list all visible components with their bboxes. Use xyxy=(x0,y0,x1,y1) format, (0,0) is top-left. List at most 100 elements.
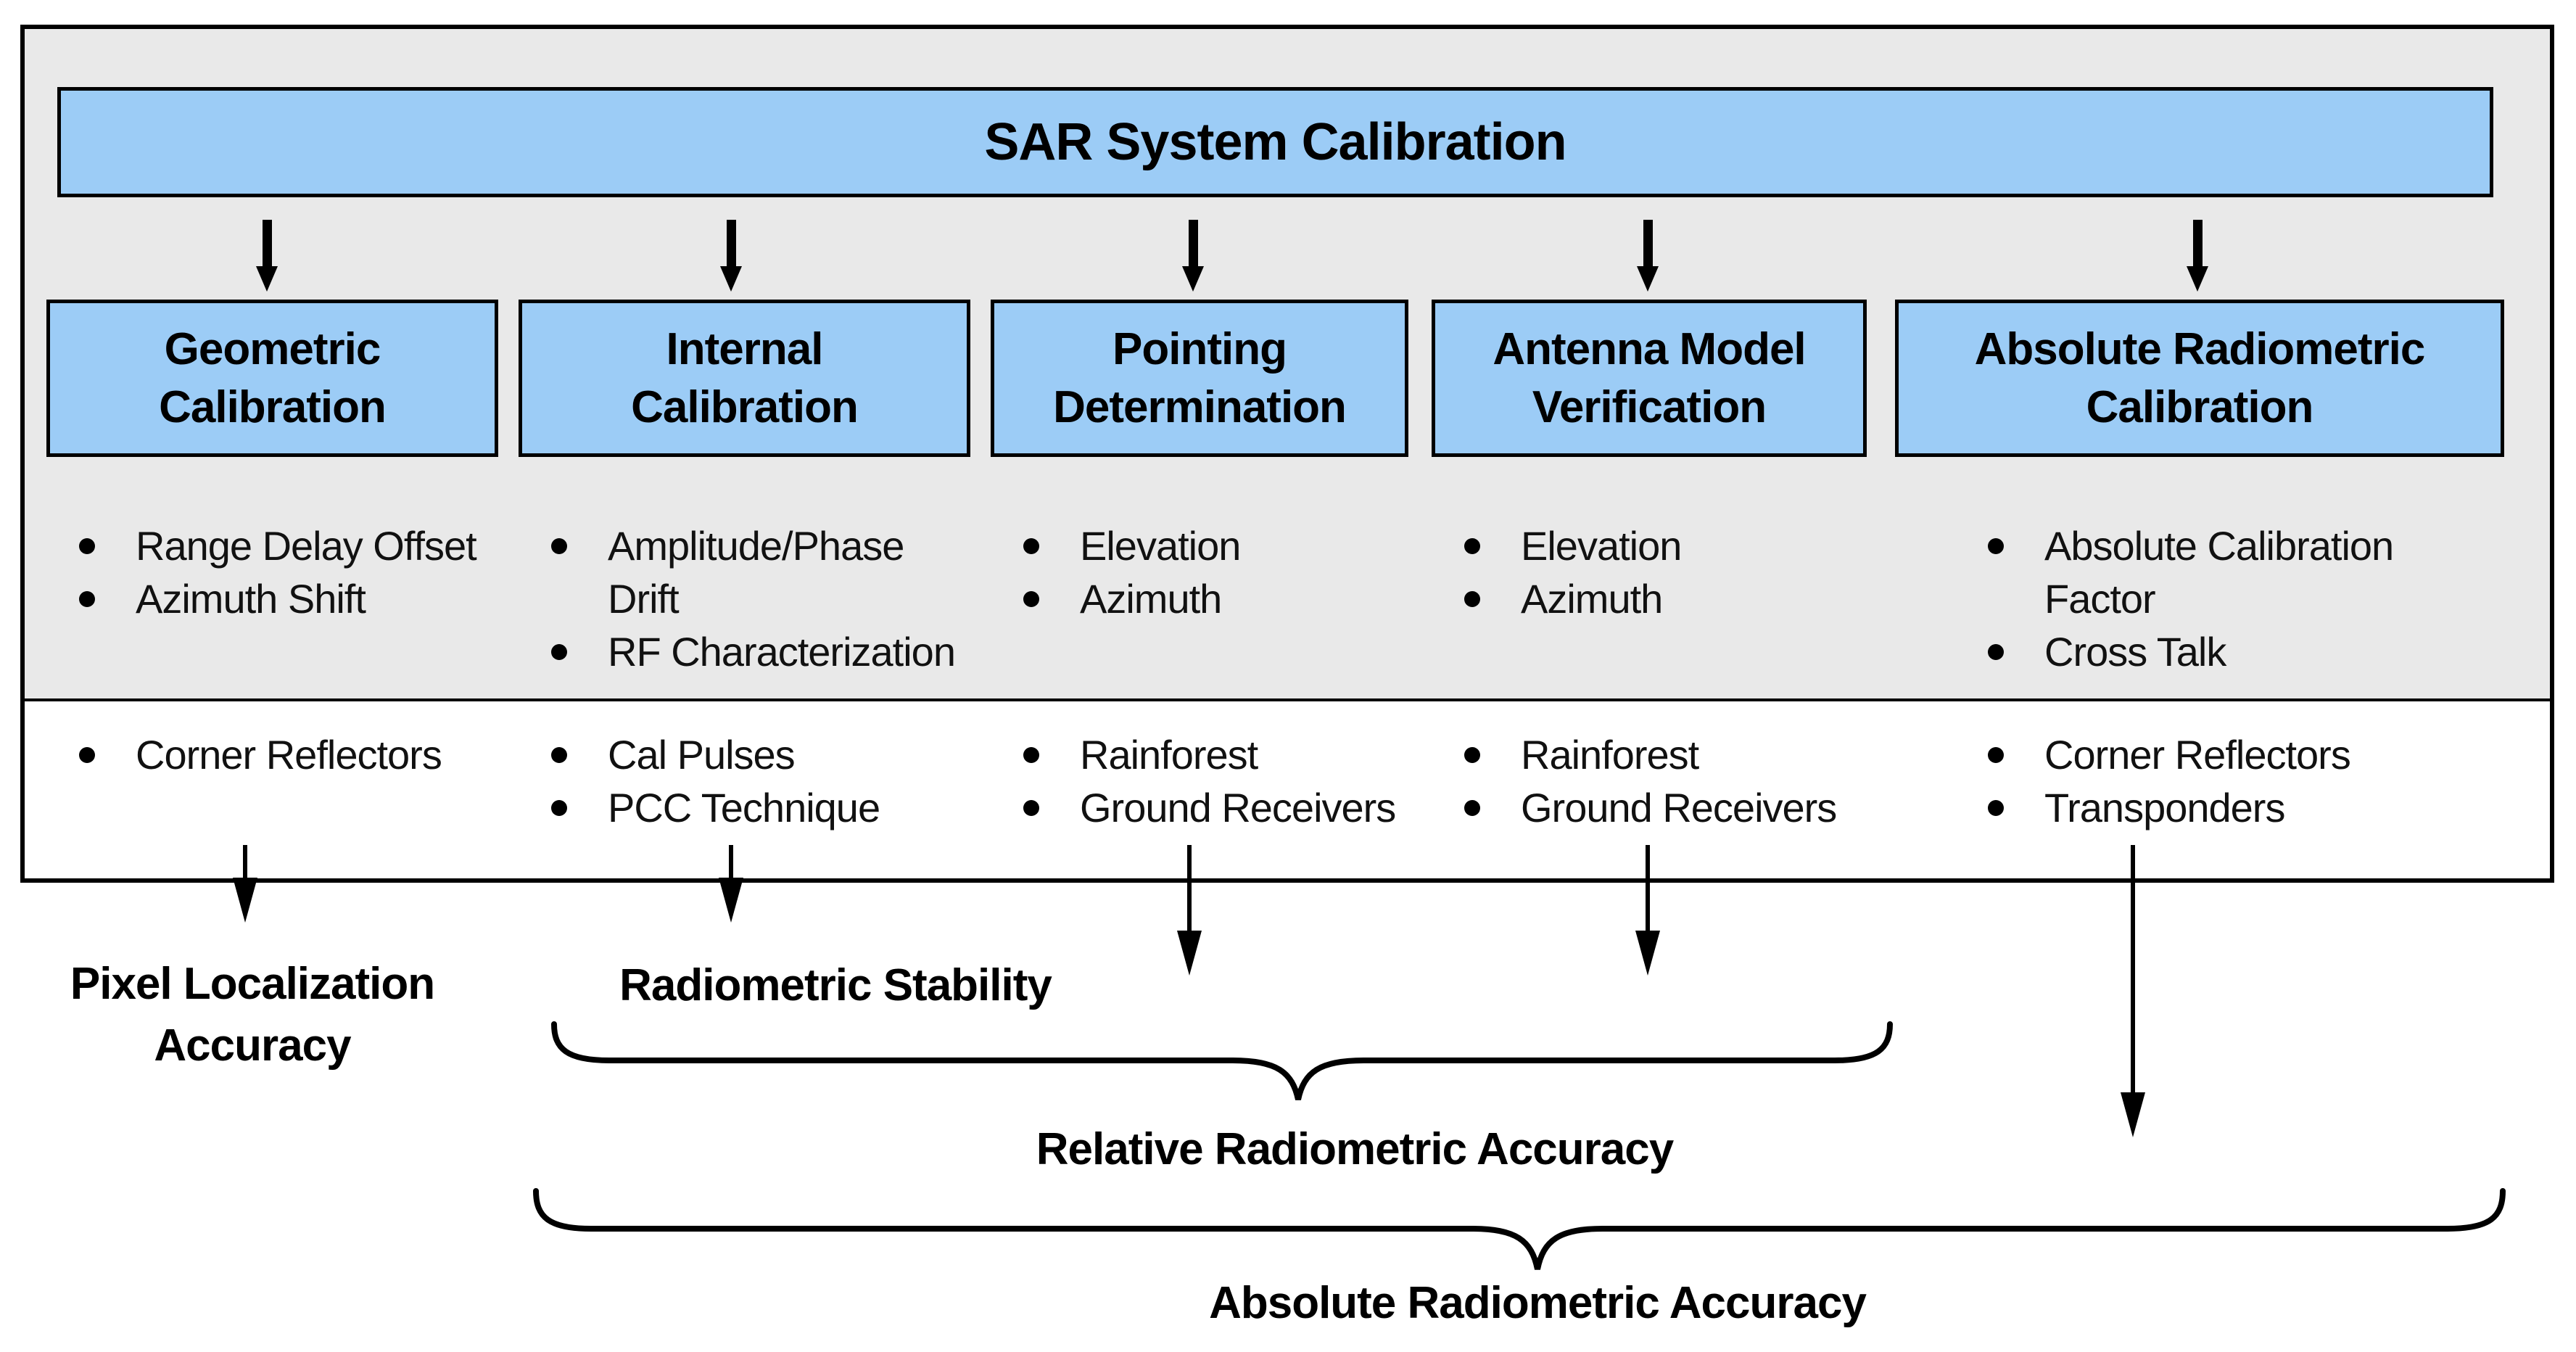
arrow-head xyxy=(2121,1092,2145,1137)
bullet-dot xyxy=(1464,800,1480,816)
brace-absolute-radiometric xyxy=(533,1188,2506,1270)
bullet-dot xyxy=(1988,747,2004,763)
bullet-dot xyxy=(1988,538,2004,554)
bullet-dot xyxy=(551,538,567,554)
bullet-dot xyxy=(1023,747,1039,763)
topic-label: Elevation xyxy=(1080,523,1241,569)
arrow-shaft xyxy=(1189,220,1198,266)
list-item: Rainforest xyxy=(1023,728,1258,781)
bullet-dot xyxy=(1988,800,2004,816)
method-label: Rainforest xyxy=(1080,732,1258,778)
outcome-relative-radiometric-accuracy: Relative Radiometric Accuracy xyxy=(1036,1124,1674,1174)
methods-band xyxy=(25,698,2550,878)
arrow-shaft xyxy=(263,220,272,266)
bullet-dot xyxy=(1464,538,1480,554)
column-box-absolute-radiometric-calibration: Absolute Radiometric Calibration xyxy=(1895,300,2504,457)
arrow-head xyxy=(2187,266,2208,292)
list-item: PCC Technique xyxy=(551,781,880,834)
bullet-dot xyxy=(1464,591,1480,607)
list-item: Corner Reflectors xyxy=(1988,728,2351,781)
topics-list-absolute: Absolute Calibration Factor Cross Talk xyxy=(1988,519,2394,678)
box-title-line: Calibration xyxy=(631,382,859,432)
bullet-dot xyxy=(551,747,567,763)
outcome-radiometric-stability: Radiometric Stability xyxy=(619,960,1052,1010)
list-item: Range Delay Offset xyxy=(79,519,477,572)
arrow-head xyxy=(256,266,278,292)
bullet-dot xyxy=(1023,538,1039,554)
arrow-shaft xyxy=(1187,845,1192,932)
list-item: Ground Receivers xyxy=(1464,781,1837,834)
methods-list-pointing: Rainforest Ground Receivers xyxy=(1023,728,1396,834)
bullet-dot xyxy=(79,538,95,554)
box-title-line: Calibration xyxy=(159,382,387,432)
box-title-line: Calibration xyxy=(2086,382,2314,432)
arrow-shaft xyxy=(1643,220,1653,266)
topics-list-geometric: Range Delay Offset Azimuth Shift xyxy=(79,519,477,625)
list-item: Rainforest xyxy=(1464,728,1699,781)
arrow-head xyxy=(1182,266,1204,292)
bullet-dot xyxy=(1988,644,2004,660)
list-item: Elevation xyxy=(1023,519,1241,572)
arrow-head xyxy=(233,878,257,923)
outcome-pixel-localization-accuracy: Pixel Localization Accuracy xyxy=(70,959,435,1071)
box-title-line: Determination xyxy=(1053,382,1347,432)
method-label: Corner Reflectors xyxy=(2044,732,2351,778)
list-item: Ground Receivers xyxy=(1023,781,1396,834)
brace-relative-radiometric xyxy=(551,1021,1893,1100)
box-title-line: Internal xyxy=(666,323,824,374)
column-box-geometric-calibration: Geometric Calibration xyxy=(46,300,498,457)
topic-label: Azimuth xyxy=(1080,576,1222,622)
diagram-title: SAR System Calibration xyxy=(984,113,1566,171)
list-item: Azimuth Shift xyxy=(79,572,366,625)
methods-list-internal: Cal Pulses PCC Technique xyxy=(551,728,880,834)
list-item: Corner Reflectors xyxy=(79,728,442,781)
topic-label: RF Characterization xyxy=(608,629,956,675)
topics-list-pointing: Elevation Azimuth xyxy=(1023,519,1241,625)
box-title-line: Absolute Radiometric xyxy=(1974,323,2426,374)
title-box: SAR System Calibration xyxy=(57,87,2493,197)
topic-label: Azimuth xyxy=(1521,576,1663,622)
topic-label: Elevation xyxy=(1521,523,1682,569)
arrow-shaft xyxy=(1646,845,1650,932)
method-label: Corner Reflectors xyxy=(136,732,442,778)
brace-path xyxy=(551,1021,1893,1100)
arrow-head xyxy=(1635,931,1660,976)
arrow-head xyxy=(1637,266,1659,292)
arrow-shaft xyxy=(727,220,736,266)
list-item: Transponders xyxy=(1988,781,2285,834)
topic-label: Azimuth Shift xyxy=(136,576,366,622)
column-box-pointing-determination: Pointing Determination xyxy=(991,300,1408,457)
method-label: Ground Receivers xyxy=(1080,785,1396,830)
method-label: Ground Receivers xyxy=(1521,785,1837,830)
box-title-line: Verification xyxy=(1532,382,1767,432)
bullet-dot xyxy=(1023,591,1039,607)
list-item: Cross Talk xyxy=(1988,625,2226,678)
methods-list-absolute: Corner Reflectors Transponders xyxy=(1988,728,2351,834)
bullet-dot xyxy=(551,800,567,816)
list-item: RF Characterization xyxy=(551,625,956,678)
topics-list-internal: Amplitude/Phase Drift RF Characterizatio… xyxy=(551,519,956,678)
bullet-dot xyxy=(79,591,95,607)
arrow-shaft xyxy=(2131,845,2135,1094)
column-box-antenna-model-verification: Antenna Model Verification xyxy=(1432,300,1867,457)
methods-list-geometric: Corner Reflectors xyxy=(79,728,442,781)
arrow-shaft xyxy=(2193,220,2203,266)
bullet-dot xyxy=(79,747,95,763)
topic-label: Absolute Calibration Factor xyxy=(2044,523,2394,622)
outcome-absolute-radiometric-accuracy: Absolute Radiometric Accuracy xyxy=(1209,1278,1867,1328)
list-item: Azimuth xyxy=(1023,572,1222,625)
list-item: Amplitude/Phase Drift xyxy=(551,519,904,625)
list-item: Cal Pulses xyxy=(551,728,796,781)
box-title-line: Geometric xyxy=(164,323,381,374)
arrow-head xyxy=(1177,931,1202,976)
method-label: PCC Technique xyxy=(608,785,880,830)
list-item: Azimuth xyxy=(1464,572,1663,625)
list-item: Absolute Calibration Factor xyxy=(1988,519,2394,625)
brace-path xyxy=(533,1188,2506,1270)
column-box-internal-calibration: Internal Calibration xyxy=(519,300,970,457)
bullet-dot xyxy=(1023,800,1039,816)
method-label: Rainforest xyxy=(1521,732,1699,778)
bullet-dot xyxy=(551,644,567,660)
method-label: Cal Pulses xyxy=(608,732,796,778)
